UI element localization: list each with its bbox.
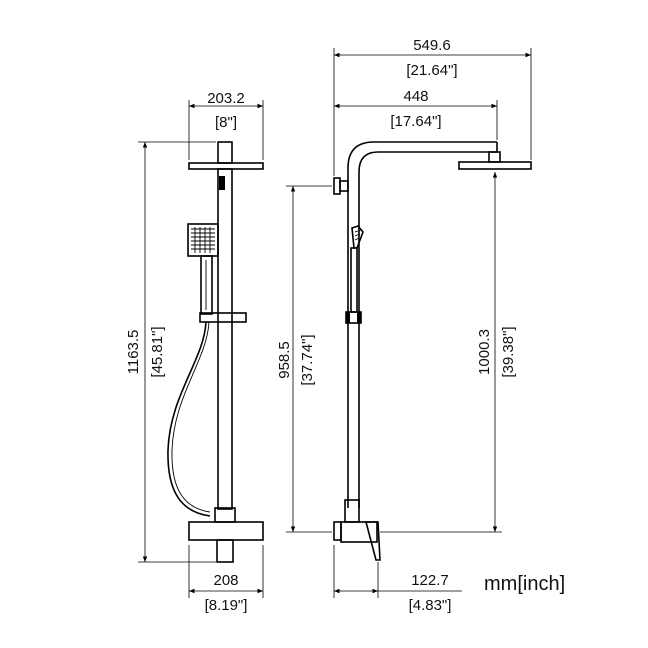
side-wall-flange [333, 521, 342, 541]
front-hose [167, 321, 211, 517]
side-hand-shower-handle [350, 247, 358, 313]
side-mixer-body [340, 521, 378, 543]
side-head-connector [488, 151, 501, 163]
side-overall-reach-inch: [21.64"] [406, 62, 457, 79]
unit-label: mm[inch] [484, 573, 565, 595]
side-wall-offset-mm: 122.7 [411, 572, 449, 589]
side-arm-reach-mm: 448 [403, 88, 428, 105]
side-bracket-height-mm: 958.5 [276, 341, 293, 379]
side-head-height-mm: 1000.3 [476, 329, 493, 375]
side-wall-offset-inch: [4.83"] [409, 597, 452, 614]
front-base-width-inch: [8.19"] [205, 597, 248, 614]
side-arm-reach-inch: [17.64"] [390, 113, 441, 130]
front-head-connector [217, 141, 233, 164]
side-bracket-height-inch: [37.74"] [299, 334, 316, 385]
side-shower-head [458, 161, 532, 170]
front-base-width-mm: 208 [213, 572, 238, 589]
front-mixer-body [188, 521, 264, 541]
front-hand-shower-handle [200, 255, 213, 315]
side-view: 549.6 [21.64"] 448 [17.64"] 958.5 [37.74… [276, 37, 532, 614]
front-shower-head [188, 162, 264, 170]
side-head-height-inch: [39.38"] [500, 326, 517, 377]
side-riser-pipe [347, 141, 497, 508]
side-lever [364, 521, 381, 561]
front-total-height-inch: [45.81"] [149, 326, 166, 377]
front-slide-bracket [199, 312, 247, 323]
side-overall-reach-mm: 549.6 [413, 37, 451, 54]
side-hand-shower [351, 225, 364, 249]
front-view: 203.2 [8"] 1163.5 [45.81"] 208 [8.19"] [125, 90, 264, 614]
front-spout [216, 539, 234, 563]
front-total-height-mm: 1163.5 [125, 330, 142, 375]
side-wall-bracket [333, 177, 341, 195]
front-valve-top [214, 507, 236, 523]
side-valve-neck [344, 499, 360, 523]
front-riser-pipe [217, 168, 233, 510]
front-head-width-inch: [8"] [215, 114, 237, 131]
front-head-width-mm: 203.2 [207, 90, 245, 107]
